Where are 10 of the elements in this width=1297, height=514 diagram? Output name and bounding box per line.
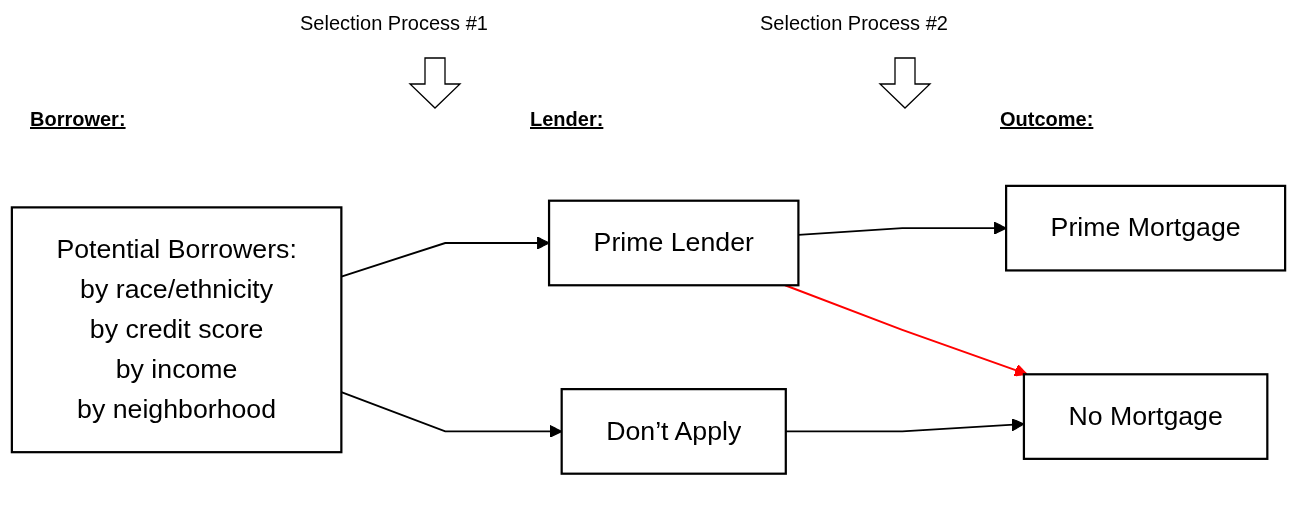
node-box: Potential Borrowers: by race/ethnicity by credit score by income by neighborhood <box>10 206 343 454</box>
stage-label: Selection Process #1 <box>300 12 488 35</box>
column-heading: Borrower: <box>30 108 126 131</box>
stage-label: Selection Process #2 <box>760 12 948 35</box>
column-heading: Outcome: <box>1000 108 1094 131</box>
node-box: Don’t Apply <box>560 388 787 476</box>
node-box: No Mortgage <box>1022 373 1269 461</box>
node-box: Prime Lender <box>547 199 800 287</box>
column-heading: Lender: <box>530 108 604 131</box>
node-box: Prime Mortgage <box>1005 184 1287 272</box>
